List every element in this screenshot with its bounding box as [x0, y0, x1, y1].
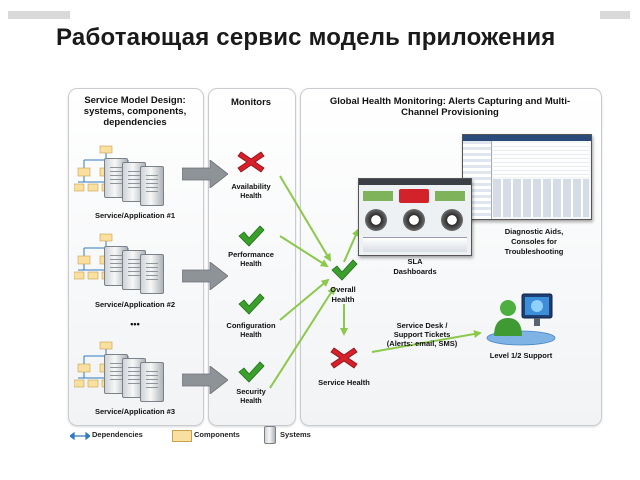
- diagnostic-label-1: Diagnostic Aids,: [504, 227, 564, 236]
- check-mark-icon: [331, 259, 358, 281]
- legend-components: Components: [194, 430, 240, 439]
- server-icon: [140, 362, 164, 402]
- overall-health-label-1: Overall: [330, 285, 356, 294]
- diagnostic-label-3: Troubleshooting: [504, 247, 564, 256]
- grey-arrow-icon: [182, 366, 228, 394]
- design-heading-1: Service Model Design:: [84, 95, 186, 106]
- service-desk-label-2: Support Tickets: [393, 330, 451, 339]
- dependency-arrow-icon: [70, 432, 90, 440]
- red-x-icon: [330, 347, 358, 369]
- grey-arrow-icon: [182, 262, 228, 290]
- check-mark-icon: [238, 225, 265, 247]
- ellipsis: •••: [130, 319, 140, 329]
- design-heading-3: dependencies: [103, 117, 167, 128]
- support-label: Level 1/2 Support: [489, 351, 553, 360]
- red-x-icon: [237, 151, 265, 173]
- monitor-sub-performance: Health: [240, 261, 262, 268]
- global-heading-2: Channel Provisioning: [401, 107, 499, 118]
- sla-label-1: SLA: [407, 257, 423, 266]
- overall-health-label-2: Health: [331, 295, 355, 304]
- top-left-bar: [8, 11, 70, 19]
- grey-arrow-icon: [182, 160, 228, 188]
- server-icon: [264, 426, 276, 444]
- legend-systems: Systems: [280, 430, 311, 439]
- service-label-3: Service/Application #3: [94, 407, 176, 416]
- monitor-label-security: Security: [236, 387, 266, 396]
- server-icon: [140, 254, 164, 294]
- slide-title: Работающая сервис модель приложения: [56, 24, 556, 51]
- diagnostic-console-screen: [462, 134, 592, 220]
- top-right-bar: [600, 11, 630, 19]
- service-health-label: Service Health: [318, 378, 370, 387]
- server-icon: [140, 166, 164, 206]
- service-desk-label-1: Service Desk /: [396, 321, 448, 330]
- monitor-sub-configuration: Health: [240, 332, 262, 339]
- monitor-label-performance: Performance: [228, 250, 274, 259]
- service-label-1: Service/Application #1: [94, 211, 176, 220]
- design-heading-2: systems, components,: [83, 106, 187, 117]
- monitor-sub-security: Health: [240, 398, 262, 405]
- global-heading-1: Global Health Monitoring: Alerts Capturi…: [329, 96, 571, 107]
- monitors-heading: Monitors: [230, 97, 272, 108]
- service-desk-label-3: (Alerts: email, SMS): [386, 339, 458, 348]
- monitor-label-configuration: Configuration: [226, 321, 276, 330]
- legend-dependencies: Dependencies: [92, 430, 143, 439]
- support-agent-icon: [486, 293, 556, 346]
- monitor-label-availability: Availability: [231, 182, 271, 191]
- component-swatch: [172, 430, 192, 442]
- sla-label-2: Dashboards: [393, 267, 437, 276]
- check-mark-icon: [238, 361, 265, 383]
- check-mark-icon: [238, 293, 265, 315]
- sla-dashboard-screen: [358, 178, 472, 256]
- diagnostic-label-2: Consoles for: [511, 237, 557, 246]
- monitor-sub-availability: Health: [240, 193, 262, 200]
- service-label-2: Service/Application #2: [94, 300, 176, 309]
